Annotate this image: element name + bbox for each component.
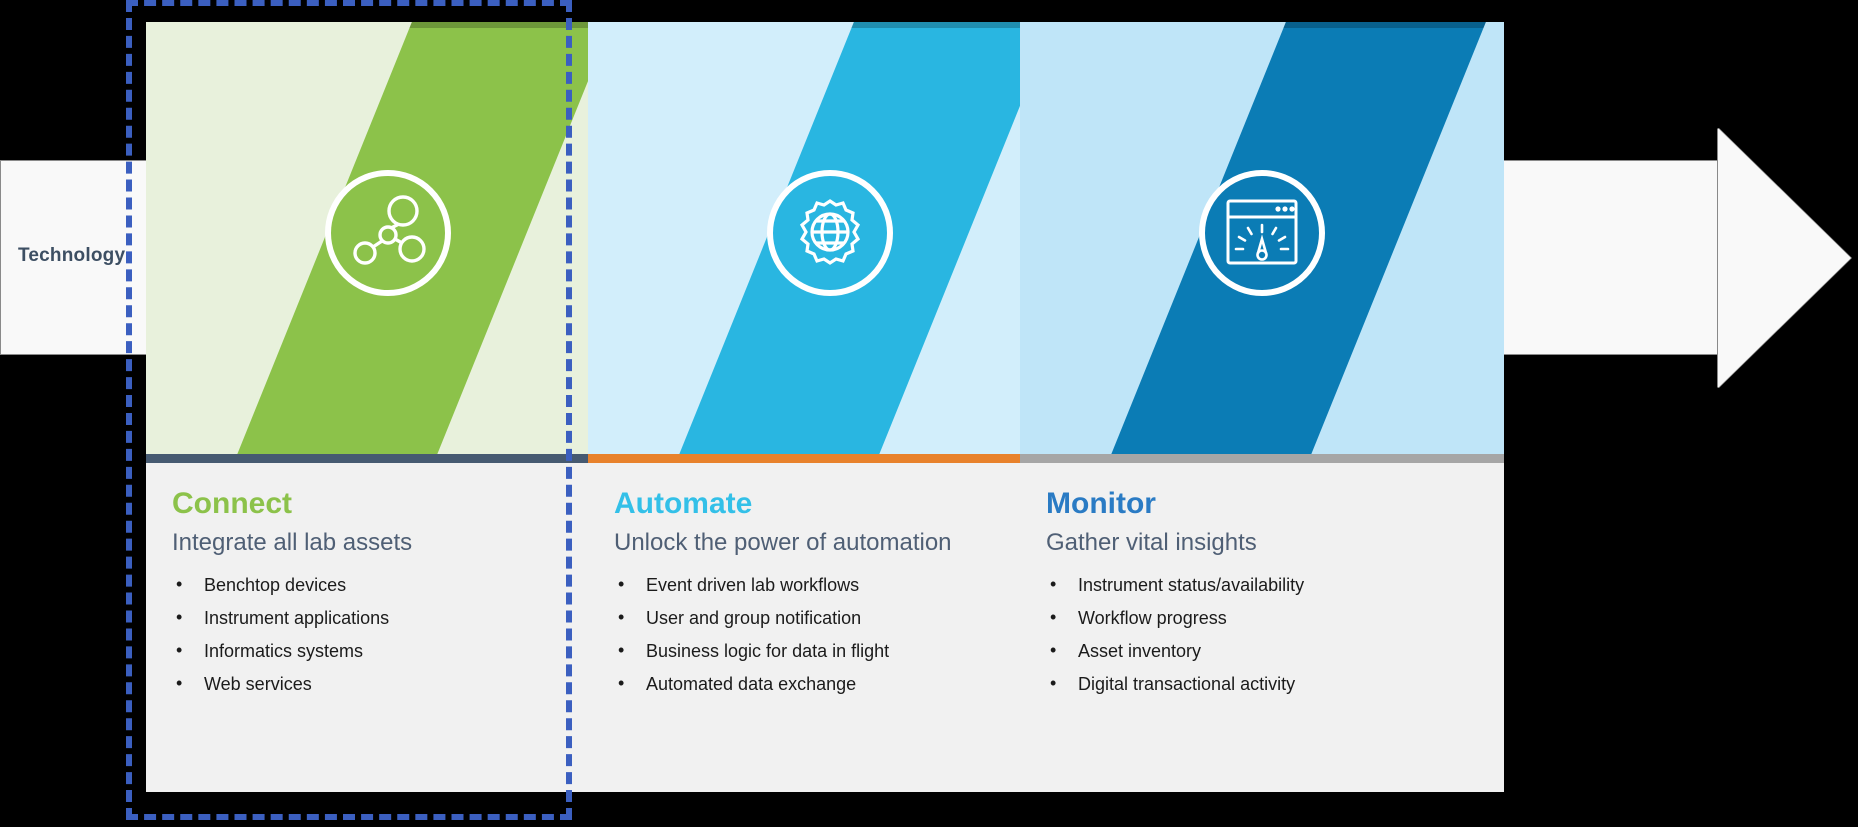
bullet-glyph: • xyxy=(1050,640,1057,660)
card-connect-body: Connect Integrate all lab assets • Bencht… xyxy=(146,463,630,792)
list-item-label: Web services xyxy=(204,674,312,694)
card-connect-visual xyxy=(146,22,630,454)
list-item-label: Workflow progress xyxy=(1078,608,1227,628)
bullet-glyph: • xyxy=(1050,673,1057,693)
list-item: • Business logic for data in flight xyxy=(614,640,1072,662)
card-connect-rule xyxy=(146,454,630,463)
list-item-label: Informatics systems xyxy=(204,641,364,661)
list-item-label: Asset inventory xyxy=(1078,641,1202,661)
list-item: • Digital transactional activity xyxy=(1046,673,1504,695)
list-item-label: User and group notification xyxy=(646,608,862,628)
card-connect[interactable]: Connect Integrate all lab assets • Bencht… xyxy=(146,22,630,792)
list-item: • Asset inventory xyxy=(1046,640,1504,662)
list-item-label: Automated data exchange xyxy=(646,674,857,694)
card-connect-title: Connect xyxy=(172,487,292,520)
list-item-label: Event driven lab workflows xyxy=(646,575,860,595)
card-monitor-title: Monitor xyxy=(1046,487,1156,520)
bullet-glyph: • xyxy=(176,574,183,594)
list-item-label: Digital transactional activity xyxy=(1078,674,1296,694)
list-item: • Web services xyxy=(172,673,630,695)
card-monitor-visual xyxy=(1020,22,1504,454)
dashboard-gauge-icon xyxy=(1199,170,1325,296)
card-connect-bullets: • Benchtop devices • Instrument applicatio… xyxy=(172,574,630,695)
technology-label: Technology xyxy=(18,245,126,266)
card-automate-visual xyxy=(588,22,1072,454)
list-item: • User and group notification xyxy=(614,607,1072,629)
bullet-glyph: • xyxy=(176,640,183,660)
globe-gear-icon xyxy=(767,170,893,296)
card-automate-body: Automate Unlock the power of automation … xyxy=(588,463,1072,792)
bullet-glyph: • xyxy=(618,673,625,693)
list-item: • Instrument applications xyxy=(172,607,630,629)
card-monitor-bullets: • Instrument status/availability • Workflo… xyxy=(1046,574,1504,695)
list-item: • Informatics systems xyxy=(172,640,630,662)
list-item-label: Benchtop devices xyxy=(204,575,347,595)
list-item: • Event driven lab workflows xyxy=(614,574,1072,596)
list-item: • Benchtop devices xyxy=(172,574,630,596)
card-monitor-subtitle: Gather vital insights xyxy=(1046,529,1257,556)
bullet-glyph: • xyxy=(176,607,183,627)
card-automate[interactable]: Automate Unlock the power of automation … xyxy=(588,22,1072,792)
bullet-glyph: • xyxy=(176,673,183,693)
bullet-glyph: • xyxy=(618,607,625,627)
card-connect-subtitle: Integrate all lab assets xyxy=(172,529,413,556)
list-item-label: Instrument status/availability xyxy=(1078,575,1305,595)
list-item: • Workflow progress xyxy=(1046,607,1504,629)
list-item-label: Business logic for data in flight xyxy=(646,641,890,661)
card-monitor[interactable]: Monitor Gather vital insights • Instrumen… xyxy=(1020,22,1504,792)
card-monitor-rule xyxy=(1020,454,1504,463)
card-automate-bullets: • Event driven lab workflows • User and gr… xyxy=(614,574,1072,695)
bullet-glyph: • xyxy=(618,574,625,594)
network-nodes-icon xyxy=(325,170,451,296)
bullet-glyph: • xyxy=(618,640,625,660)
arrow-head-icon xyxy=(1718,128,1851,388)
card-automate-subtitle: Unlock the power of automation xyxy=(614,529,952,556)
card-monitor-body: Monitor Gather vital insights • Instrumen… xyxy=(1020,463,1504,792)
list-item-label: Instrument applications xyxy=(204,608,390,628)
card-automate-title: Automate xyxy=(614,487,753,520)
bullet-glyph: • xyxy=(1050,607,1057,627)
card-automate-rule xyxy=(588,454,1072,463)
list-item: • Instrument status/availability xyxy=(1046,574,1504,596)
ribbon-top-shade xyxy=(1283,22,1503,28)
bullet-glyph: • xyxy=(1050,574,1057,594)
list-item: • Automated data exchange xyxy=(614,673,1072,695)
